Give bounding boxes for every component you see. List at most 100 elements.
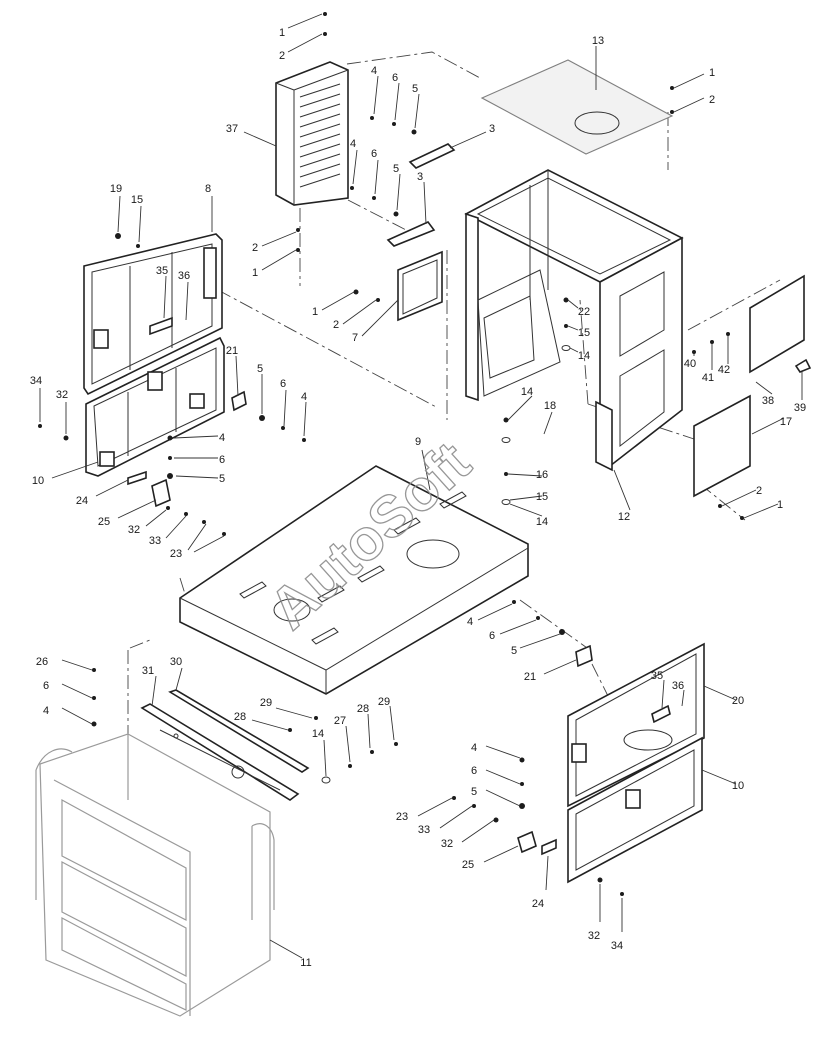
part-callout-5: 5 xyxy=(471,786,477,798)
part-callout-32: 32 xyxy=(56,389,68,401)
part-callout-4: 4 xyxy=(43,705,49,717)
louvre-housing-part-37 xyxy=(275,61,349,206)
part-callout-23: 23 xyxy=(170,548,182,560)
part-callout-5: 5 xyxy=(412,83,418,95)
upper-right-door-part-20 xyxy=(567,642,705,808)
part-callout-6: 6 xyxy=(489,630,495,642)
part-callout-4: 4 xyxy=(467,616,473,628)
small-brackets xyxy=(127,390,593,856)
hinge-bracket-part-3 xyxy=(386,143,456,247)
main-frame-part-12 xyxy=(464,169,684,472)
part-callout-38: 38 xyxy=(762,395,774,407)
part-callout-3: 3 xyxy=(417,171,423,183)
part-callout-2: 2 xyxy=(252,242,258,254)
part-callout-16: 16 xyxy=(536,469,548,481)
part-callout-25: 25 xyxy=(98,516,110,528)
upper-left-door-part-8 xyxy=(83,233,223,396)
part-callout-4: 4 xyxy=(471,742,477,754)
part-callout-6: 6 xyxy=(43,680,49,692)
part-callout-11: 11 xyxy=(300,957,311,969)
part-callout-17: 17 xyxy=(780,416,792,428)
lower-left-door-part-10 xyxy=(85,336,225,477)
mounting-strip-part-31 xyxy=(140,703,300,801)
part-callout-42: 42 xyxy=(718,364,730,376)
part-callout-5: 5 xyxy=(393,163,399,175)
part-callout-5: 5 xyxy=(511,645,517,657)
part-callout-37: 37 xyxy=(226,123,238,135)
part-callout-12: 12 xyxy=(618,511,630,523)
part-callout-23: 23 xyxy=(396,811,408,823)
part-callout-6: 6 xyxy=(371,148,377,160)
part-callout-34: 34 xyxy=(611,940,623,952)
part-callout-5: 5 xyxy=(257,363,263,375)
part-callout-4: 4 xyxy=(371,65,377,77)
part-callout-2: 2 xyxy=(333,319,339,331)
part-callout-10: 10 xyxy=(732,780,744,792)
hardware-fasteners xyxy=(38,12,812,896)
grille-enclosure-part-11 xyxy=(35,733,275,1017)
part-callout-26: 26 xyxy=(36,656,48,668)
part-callout-13: 13 xyxy=(592,35,604,47)
part-callout-20: 20 xyxy=(732,695,744,707)
part-callout-14: 14 xyxy=(536,516,548,528)
seal-strip-part-30 xyxy=(168,689,310,773)
part-callout-18: 18 xyxy=(544,400,556,412)
part-callout-4: 4 xyxy=(219,432,225,444)
part-callout-36: 36 xyxy=(178,270,190,282)
part-callout-9: 9 xyxy=(415,436,421,448)
side-panel-part-17 xyxy=(693,394,751,498)
part-callout-6: 6 xyxy=(219,454,225,466)
part-callout-4: 4 xyxy=(350,138,356,150)
top-plate-part-13 xyxy=(480,59,674,155)
part-callout-30: 30 xyxy=(170,656,182,668)
part-callout-41: 41 xyxy=(702,372,714,384)
part-callout-39: 39 xyxy=(794,402,806,414)
part-callout-32: 32 xyxy=(441,838,453,850)
part-callout-1: 1 xyxy=(777,499,783,511)
part-callout-34: 34 xyxy=(30,375,42,387)
part-callout-1: 1 xyxy=(709,67,715,79)
part-callout-15: 15 xyxy=(536,491,548,503)
part-callout-10: 10 xyxy=(32,475,44,487)
small-panel-part-7 xyxy=(397,250,443,322)
part-callout-21: 21 xyxy=(226,345,238,357)
part-callout-35: 35 xyxy=(156,265,168,277)
part-callout-1: 1 xyxy=(312,306,318,318)
part-callout-3: 3 xyxy=(489,123,495,135)
part-callout-36: 36 xyxy=(672,680,684,692)
part-callout-28: 28 xyxy=(357,703,369,715)
lower-right-door-part-10b xyxy=(567,736,703,884)
part-callout-6: 6 xyxy=(392,72,398,84)
part-callout-1: 1 xyxy=(279,27,285,39)
part-callout-28: 28 xyxy=(234,711,246,723)
part-callout-15: 15 xyxy=(131,194,143,206)
side-panel-part-38 xyxy=(749,274,805,374)
part-callout-15: 15 xyxy=(578,327,590,339)
part-callout-14: 14 xyxy=(312,728,324,740)
part-callout-32: 32 xyxy=(128,524,140,536)
part-callout-29: 29 xyxy=(260,697,272,709)
part-callout-14: 14 xyxy=(578,350,590,362)
part-callout-5: 5 xyxy=(219,473,225,485)
part-callout-24: 24 xyxy=(532,898,544,910)
part-callout-27: 27 xyxy=(334,715,346,727)
part-callout-33: 33 xyxy=(418,824,430,836)
part-callout-6: 6 xyxy=(471,765,477,777)
part-callout-1: 1 xyxy=(252,267,258,279)
part-callout-29: 29 xyxy=(378,696,390,708)
part-callout-6: 6 xyxy=(280,378,286,390)
callout-leaders xyxy=(39,13,803,959)
part-callout-21: 21 xyxy=(524,671,536,683)
part-callout-22: 22 xyxy=(578,306,590,318)
part-callout-2: 2 xyxy=(709,94,715,106)
part-callout-31: 31 xyxy=(142,665,154,677)
part-callout-8: 8 xyxy=(205,183,211,195)
part-callout-7: 7 xyxy=(352,332,358,344)
part-callout-19: 19 xyxy=(110,183,122,195)
part-callout-32: 32 xyxy=(588,930,600,942)
part-callout-40: 40 xyxy=(684,358,696,370)
part-callout-25: 25 xyxy=(462,859,474,871)
part-callout-14: 14 xyxy=(521,386,533,398)
